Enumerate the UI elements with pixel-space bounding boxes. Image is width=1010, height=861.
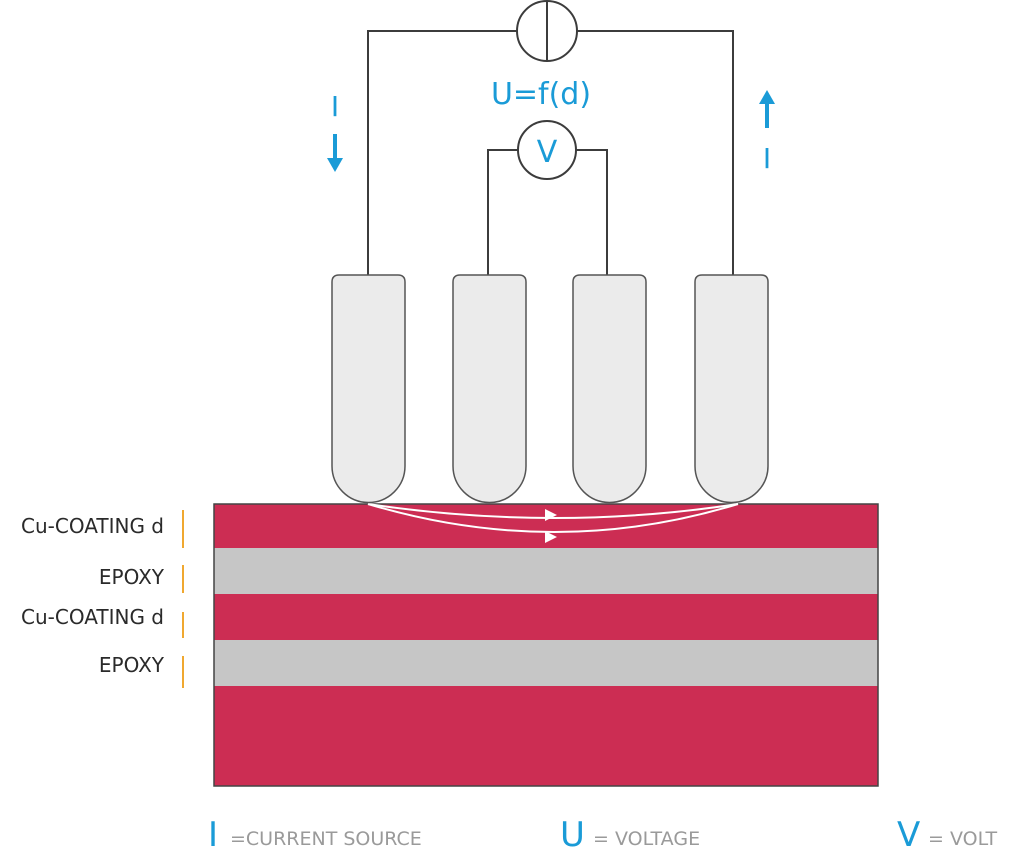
legend-symbol-current: I — [208, 815, 218, 855]
legend-text-volt: = VOLT — [928, 828, 998, 850]
current-wire-left — [367, 30, 517, 275]
current-arrow-up-right: I — [759, 90, 775, 175]
current-arrow-down-left: I — [327, 90, 343, 172]
epoxy-layer-1 — [214, 548, 878, 594]
arrow-down-icon — [327, 158, 343, 172]
layer-label-4: EPOXY — [99, 653, 165, 677]
legend-symbol-voltage: U — [560, 815, 585, 855]
current-symbol-left: I — [331, 90, 339, 123]
current-wire-right — [577, 30, 734, 275]
epoxy-layer-2 — [214, 640, 878, 686]
voltmeter-symbol: V — [537, 135, 558, 170]
legend-symbol-volt: V — [897, 815, 920, 855]
substrate-layer — [214, 686, 878, 786]
sample-block — [213, 503, 879, 787]
current-flow-lines — [367, 503, 739, 543]
arrow-up-icon — [759, 90, 775, 104]
sample-outline — [213, 503, 879, 787]
current-symbol-right: I — [763, 142, 771, 175]
probe-2 — [452, 274, 527, 504]
circuit-wires — [367, 30, 734, 275]
cu-coating-layer-2 — [214, 594, 878, 640]
current-source-icon — [516, 0, 578, 62]
legend-text-current: =CURRENT SOURCE — [230, 828, 422, 850]
probes — [331, 274, 769, 504]
layer-label-2: EPOXY — [99, 565, 165, 589]
voltage-wire-left — [487, 149, 518, 275]
flow-arrow-upper — [545, 509, 557, 521]
current-path-upper — [367, 503, 739, 519]
layer-label-1: Cu-COATING d — [21, 514, 164, 538]
formula-label: U=f(d) — [491, 77, 591, 112]
probe-4 — [694, 274, 769, 504]
layer-labels: Cu-COATING d EPOXY Cu-COATING d EPOXY — [21, 510, 184, 688]
legend: I =CURRENT SOURCE U = VOLTAGE V = VOLT — [208, 815, 998, 855]
voltmeter-icon: V — [517, 120, 577, 180]
legend-text-voltage: = VOLTAGE — [593, 828, 700, 850]
voltage-wire-right — [576, 149, 608, 275]
current-path-lower — [367, 503, 739, 533]
probe-1 — [331, 274, 406, 504]
layer-label-3: Cu-COATING d — [21, 605, 164, 629]
probe-3 — [572, 274, 647, 504]
flow-arrow-lower — [545, 531, 557, 543]
